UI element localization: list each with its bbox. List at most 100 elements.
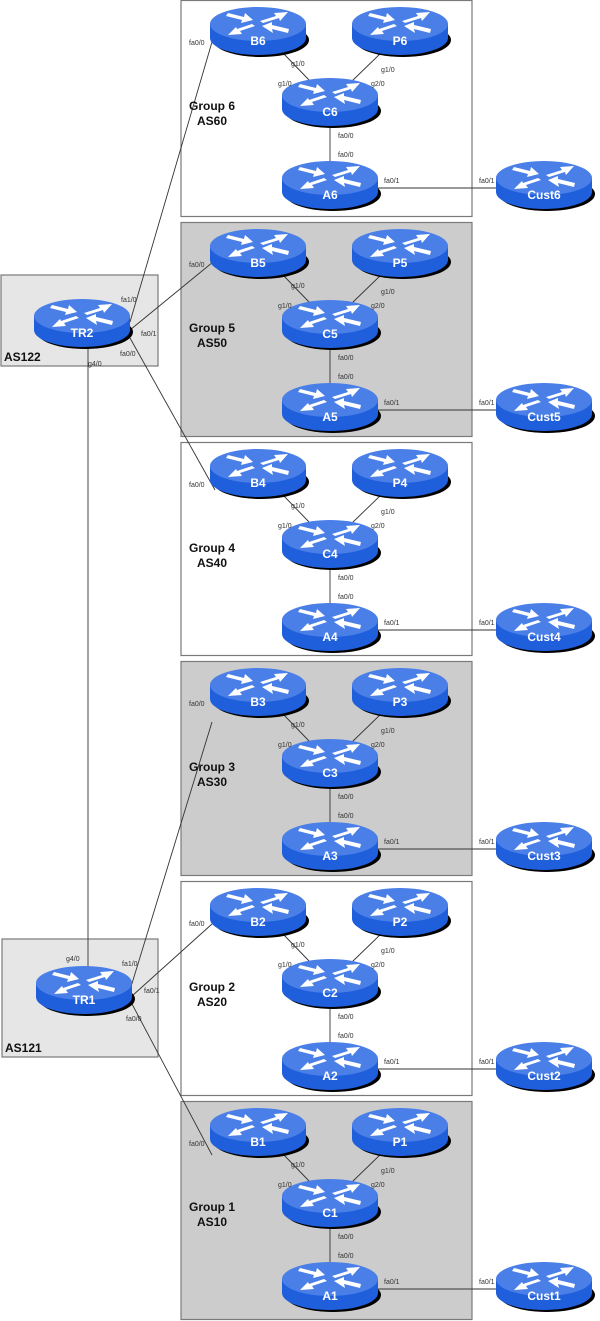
router-arrows-icon bbox=[368, 673, 431, 696]
router-b2[interactable]: B2 bbox=[210, 888, 309, 938]
router-a4[interactable]: A4 bbox=[282, 603, 381, 653]
iface-label: fa0/0 bbox=[189, 262, 205, 269]
router-arrows-icon bbox=[226, 234, 289, 257]
router-cust3[interactable]: Cust3 bbox=[496, 822, 595, 872]
router-label: A4 bbox=[322, 630, 338, 644]
router-c2[interactable]: C2 bbox=[282, 959, 381, 1009]
iface-label: g1/0 bbox=[278, 303, 292, 310]
group-label: Group 4 bbox=[189, 541, 235, 555]
iface-label: fa0/0 bbox=[338, 355, 354, 362]
router-arrows-icon bbox=[368, 893, 431, 916]
router-label: A1 bbox=[322, 1289, 338, 1303]
iface-label: fa0/0 bbox=[189, 482, 205, 489]
iface-label: fa0/0 bbox=[126, 1016, 142, 1023]
router-a2[interactable]: A2 bbox=[282, 1042, 381, 1092]
iface-label: g1/0 bbox=[381, 289, 395, 296]
link-tr1-b1 bbox=[131, 1003, 213, 1156]
router-arrows-icon bbox=[226, 673, 289, 696]
router-label: Cust2 bbox=[527, 1069, 561, 1083]
group-as-label: AS50 bbox=[197, 336, 227, 350]
router-p1[interactable]: P1 bbox=[352, 1108, 451, 1158]
router-label: A5 bbox=[322, 410, 338, 424]
router-cust2[interactable]: Cust2 bbox=[496, 1042, 595, 1092]
router-c1[interactable]: C1 bbox=[282, 1179, 381, 1229]
router-p6[interactable]: P6 bbox=[352, 7, 451, 57]
router-cust1[interactable]: Cust1 bbox=[496, 1262, 595, 1312]
router-cust6[interactable]: Cust6 bbox=[496, 161, 595, 211]
router-arrows-icon bbox=[298, 1267, 361, 1290]
iface-label: fa0/1 bbox=[384, 1059, 400, 1066]
group-as-label: AS40 bbox=[197, 556, 227, 570]
iface-label: fa0/0 bbox=[338, 1014, 354, 1021]
router-b3[interactable]: B3 bbox=[210, 668, 309, 718]
router-c3[interactable]: C3 bbox=[282, 739, 381, 789]
router-cust5[interactable]: Cust5 bbox=[496, 383, 595, 433]
group-label: Group 6 bbox=[189, 99, 235, 113]
link-p-c bbox=[351, 273, 383, 304]
router-p5[interactable]: P5 bbox=[352, 229, 451, 279]
router-p4[interactable]: P4 bbox=[352, 449, 451, 499]
router-arrows-icon bbox=[298, 744, 361, 767]
link-p-c bbox=[351, 1152, 383, 1183]
iface-label: g2/0 bbox=[371, 1182, 385, 1189]
router-a1[interactable]: A1 bbox=[282, 1262, 381, 1312]
iface-label: fa0/1 bbox=[141, 331, 157, 338]
router-arrows-icon bbox=[368, 12, 431, 35]
router-b1[interactable]: B1 bbox=[210, 1108, 309, 1158]
iface-label: g1/0 bbox=[278, 962, 292, 969]
router-arrows-icon bbox=[298, 305, 361, 328]
router-b4[interactable]: B4 bbox=[210, 449, 309, 499]
router-tr1[interactable]: TR1 bbox=[36, 966, 135, 1016]
iface-label: g2/0 bbox=[371, 81, 385, 88]
router-p3[interactable]: P3 bbox=[352, 668, 451, 718]
transit-as-label: AS122 bbox=[4, 350, 41, 364]
iface-label: g2/0 bbox=[371, 303, 385, 310]
router-label: A2 bbox=[322, 1069, 338, 1083]
router-label: P4 bbox=[393, 476, 408, 490]
iface-label: g1/0 bbox=[278, 523, 292, 530]
iface-label: fa0/1 bbox=[384, 1279, 400, 1286]
link-p-c bbox=[351, 932, 383, 963]
router-b6[interactable]: B6 bbox=[210, 7, 309, 57]
router-arrows-icon bbox=[298, 1047, 361, 1070]
router-tr2[interactable]: TR2 bbox=[34, 299, 133, 349]
iface-label: fa0/0 bbox=[338, 594, 354, 601]
router-c5[interactable]: C5 bbox=[282, 300, 381, 350]
router-cust4[interactable]: Cust4 bbox=[496, 603, 595, 653]
router-label: TR2 bbox=[71, 326, 94, 340]
iface-label: fa0/0 bbox=[338, 794, 354, 801]
router-label: C3 bbox=[322, 766, 338, 780]
link-b-c bbox=[281, 932, 311, 963]
iface-label: fa0/0 bbox=[338, 133, 354, 140]
router-p2[interactable]: P2 bbox=[352, 888, 451, 938]
router-a3[interactable]: A3 bbox=[282, 822, 381, 872]
router-label: B6 bbox=[250, 34, 266, 48]
router-a6[interactable]: A6 bbox=[282, 161, 381, 211]
link-tr1-b3 bbox=[129, 721, 213, 991]
router-c6[interactable]: C6 bbox=[282, 78, 381, 128]
iface-label: fa0/1 bbox=[479, 1279, 495, 1286]
iface-label: g1/0 bbox=[291, 722, 305, 729]
iface-label: fa0/1 bbox=[479, 178, 495, 185]
router-b5[interactable]: B5 bbox=[210, 229, 309, 279]
iface-label: fa0/0 bbox=[338, 575, 354, 582]
router-label: C2 bbox=[322, 986, 338, 1000]
router-arrows-icon bbox=[226, 454, 289, 477]
router-label: A3 bbox=[322, 849, 338, 863]
router-arrows-icon bbox=[298, 388, 361, 411]
router-label: C6 bbox=[322, 105, 338, 119]
router-arrows-icon bbox=[512, 166, 575, 189]
router-arrows-icon bbox=[52, 971, 115, 994]
router-a5[interactable]: A5 bbox=[282, 383, 381, 433]
link-tr1-b2 bbox=[131, 923, 213, 997]
router-arrows-icon bbox=[298, 1184, 361, 1207]
link-b-c bbox=[281, 51, 311, 82]
iface-label: g1/0 bbox=[278, 742, 292, 749]
iface-label: g4/0 bbox=[88, 361, 102, 368]
router-c4[interactable]: C4 bbox=[282, 520, 381, 570]
iface-label: g1/0 bbox=[291, 283, 305, 290]
iface-label: fa0/0 bbox=[189, 921, 205, 928]
iface-label: fa0/0 bbox=[189, 1141, 205, 1148]
iface-label: g1/0 bbox=[381, 67, 395, 74]
